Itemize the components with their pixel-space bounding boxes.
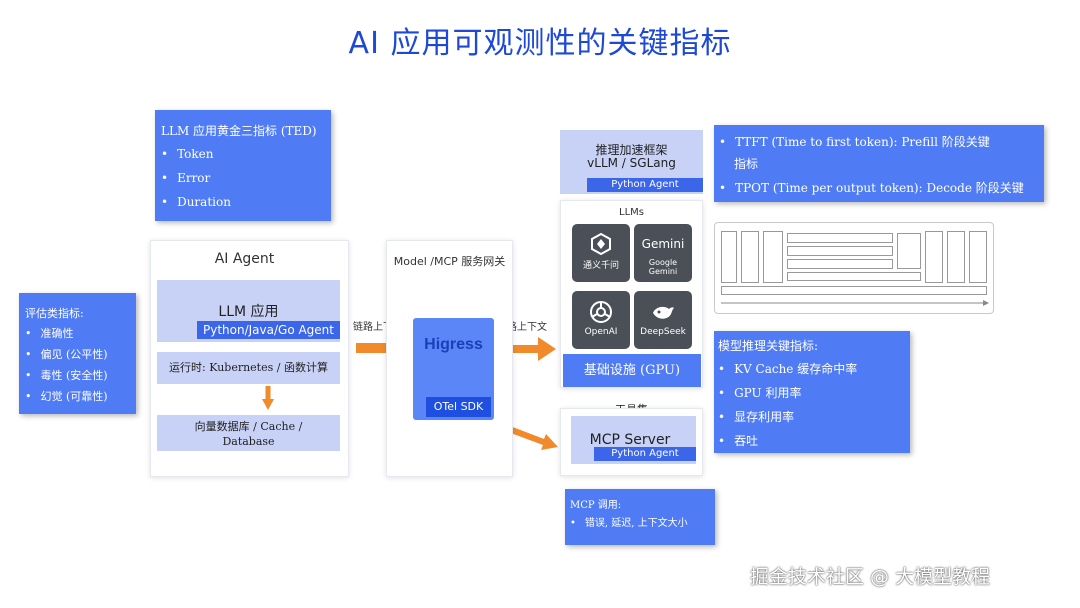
thumb-block — [787, 233, 893, 243]
ted-item: Error — [161, 166, 331, 190]
thumb-block — [787, 272, 921, 281]
gemini-icon: Gemini — [641, 237, 685, 251]
gateway-title: Model /MCP 服务网关 — [393, 255, 506, 268]
storage-line2: Database — [222, 435, 275, 448]
inference-line2: vLLM / SGLang — [587, 156, 676, 170]
inference-pipeline-thumbnail — [714, 222, 994, 314]
tile-label: Google Gemini — [648, 258, 678, 276]
tile-label: OpenAI — [584, 327, 618, 337]
llm-tile-deepseek: DeepSeek — [634, 291, 692, 349]
infra-block: 基础设施 (GPU) — [563, 354, 701, 387]
otel-sdk-tag: OTel SDK — [426, 397, 491, 417]
thumb-block — [721, 286, 987, 295]
thumb-block — [741, 231, 759, 283]
ttft-item: •TTFT (Time to first token): Prefill 阶段关… — [719, 135, 990, 149]
thumb-block — [969, 231, 987, 283]
tpot-item: •TPOT (Time per output token): Decode 阶段… — [719, 181, 1024, 195]
thumb-block — [947, 231, 965, 283]
ted-item: Token — [161, 142, 331, 166]
llm-app-label: LLM 应用 — [218, 304, 279, 320]
thumb-block — [763, 231, 783, 283]
storage-line1: 向量数据库 / Cache / — [194, 420, 303, 433]
mcp-agent-tag: Python Agent — [594, 447, 696, 461]
model-item: GPU 利用率 — [718, 381, 910, 405]
storage-block: 向量数据库 / Cache / Database — [157, 415, 340, 451]
thumb-block — [787, 259, 893, 269]
diagonal-arrow-icon — [508, 426, 558, 450]
ted-metrics-box: LLM 应用黄金三指标 (TED) Token Error Duration — [155, 110, 331, 221]
page-title: AI 应用可观测性的关键指标 — [348, 26, 732, 61]
mcp-call-heading: MCP 调用: — [570, 500, 622, 511]
thumb-block — [897, 233, 921, 269]
llm-tile-tongyi: 通义千问 — [572, 224, 630, 282]
link-context-right-label: 链路上下文 — [497, 322, 547, 333]
eval-item: 幻觉 (可靠性) — [25, 386, 136, 407]
ttft-wrap: 指标 — [734, 157, 759, 171]
thumb-timeline-arrow — [721, 300, 989, 306]
eval-item: 偏见 (公平性) — [25, 344, 136, 365]
model-item: 显存利用率 — [718, 405, 910, 429]
eval-heading: 评估类指标: — [25, 307, 84, 320]
runtime-block: 运行时: Kubernetes / 函数计算 — [157, 352, 340, 384]
tile-label: 通义千问 — [582, 261, 619, 271]
higress-logo: Higress — [424, 336, 483, 353]
openai-icon — [590, 301, 612, 323]
right-arrow-icon — [504, 337, 556, 361]
thumb-block — [925, 231, 943, 283]
model-item: KV Cache 缓存命中率 — [718, 357, 910, 381]
inference-line1: 推理加速框架 — [595, 143, 668, 157]
model-heading: 模型推理关键指标: — [718, 339, 819, 353]
link-context-left-label: 链路上下文 — [353, 322, 403, 333]
ted-item: Duration — [161, 190, 331, 214]
mcp-call-box: MCP 调用: 错误, 延迟, 上下文大小 — [565, 489, 715, 545]
watermark: 掘金技术社区 @ 大模型教程 — [750, 566, 991, 588]
tongyi-icon — [591, 232, 611, 256]
eval-item: 准确性 — [25, 323, 136, 344]
inference-agent-tag: Python Agent — [587, 178, 703, 192]
llm-tile-gemini: Gemini Google Gemini — [634, 224, 692, 282]
thumb-block — [787, 246, 893, 256]
eval-item: 毒性 (安全性) — [25, 365, 136, 386]
model-item: 吞吐 — [718, 429, 910, 453]
down-arrow-icon — [262, 386, 274, 410]
latency-metrics-box: •TTFT (Time to first token): Prefill 阶段关… — [714, 125, 1044, 202]
thumb-block — [721, 231, 737, 283]
llm-app-agent-tag: Python/Java/Go Agent — [197, 321, 340, 339]
llm-tile-openai: OpenAI — [572, 291, 630, 349]
llms-title: LLMs — [619, 207, 644, 218]
tpot-text: TPOT (Time per output token): Decode 阶段关… — [735, 181, 1024, 195]
ted-heading: LLM 应用黄金三指标 (TED) — [161, 124, 317, 138]
tile-label: DeepSeek — [640, 327, 686, 337]
ai-agent-title: AI Agent — [214, 251, 275, 267]
model-inference-metrics-box: 模型推理关键指标: KV Cache 缓存命中率 GPU 利用率 显存利用率 吞… — [714, 331, 910, 453]
mcp-call-item: 错误, 延迟, 上下文大小 — [570, 514, 715, 534]
mcp-server-label: MCP Server — [589, 432, 671, 448]
deepseek-icon — [653, 306, 674, 319]
eval-metrics-box: 评估类指标: 准确性 偏见 (公平性) 毒性 (安全性) 幻觉 (可靠性) — [19, 293, 136, 414]
ttft-text: TTFT (Time to first token): Prefill 阶段关键 — [735, 135, 990, 149]
